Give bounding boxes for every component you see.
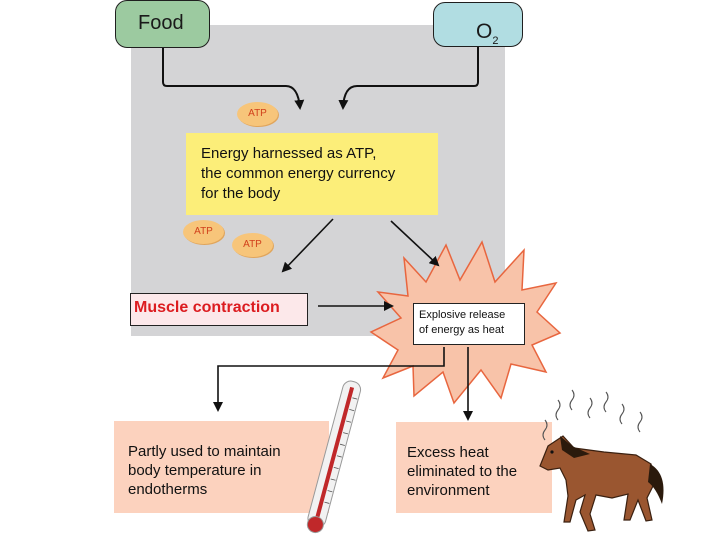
oxygen-label: O — [476, 20, 493, 43]
temperature-text-line: Partly used to maintain — [128, 443, 281, 460]
explosive-release-box: Explosive release of energy as heat — [413, 303, 525, 345]
energy-text-line: Energy harnessed as ATP, — [201, 145, 377, 162]
atp-molecule: ATP — [232, 233, 273, 257]
food-label: Food — [138, 12, 184, 34]
excess-text-line: environment — [407, 482, 490, 499]
excess-text-line: eliminated to the — [407, 463, 518, 480]
arrow-heat-to-temperature — [213, 347, 445, 412]
oxygen-box: O2 — [433, 2, 523, 47]
arrow-o2-to-energy — [338, 47, 479, 110]
arrow-energy-to-heat — [390, 220, 440, 267]
temperature-text-line: endotherms — [128, 481, 208, 498]
temperature-text-line: body temperature in — [128, 462, 262, 479]
energy-atp-box: Energy harnessed as ATP, the common ener… — [186, 133, 438, 215]
muscle-contraction-label: Muscle contraction — [134, 299, 280, 316]
body-temperature-box: Partly used to maintain body temperature… — [114, 421, 329, 513]
oxygen-subscript: 2 — [492, 35, 499, 47]
arrow-energy-to-muscle — [281, 218, 334, 273]
excess-text-line: Excess heat — [407, 444, 489, 461]
arrow-food-to-energy — [162, 48, 305, 110]
explosive-text-line: Explosive release — [419, 309, 506, 321]
excess-heat-box: Excess heat eliminated to the environmen… — [396, 422, 552, 513]
food-box: Food — [115, 0, 210, 48]
muscle-contraction-box: Muscle contraction — [130, 293, 308, 326]
explosive-text-line: of energy as heat — [419, 324, 505, 336]
atp-molecule: ATP — [237, 102, 278, 126]
energy-text-line: the common energy currency — [201, 165, 396, 182]
atp-molecule: ATP — [183, 220, 224, 244]
energy-text-line: for the body — [201, 185, 281, 202]
